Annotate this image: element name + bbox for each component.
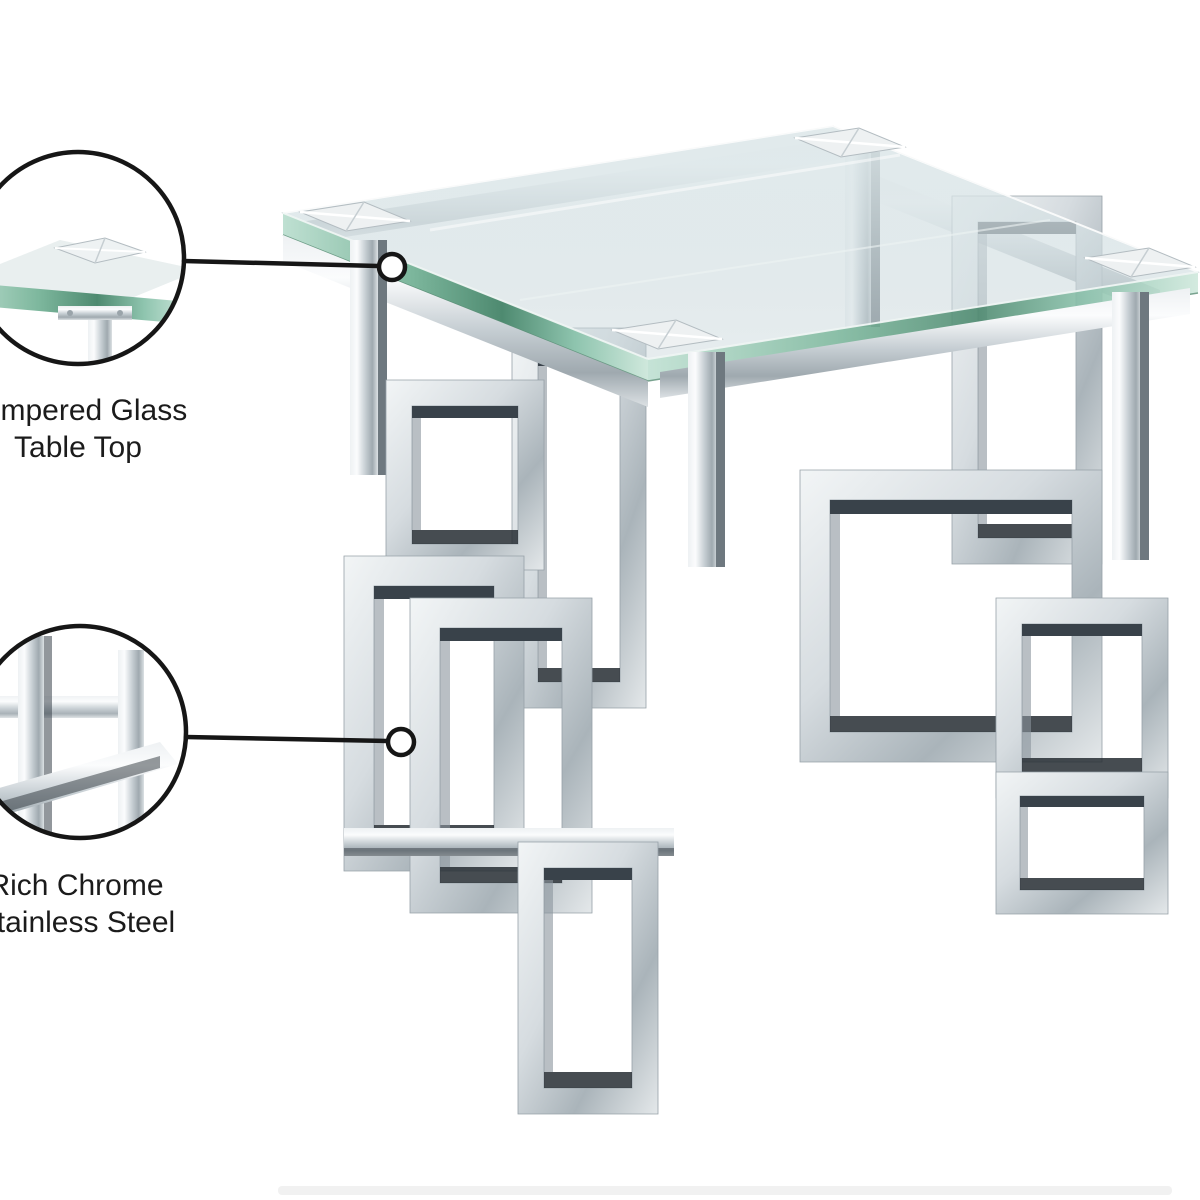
lens-ring-glass — [0, 149, 187, 367]
leader-line-glass — [181, 251, 408, 283]
corner-pad-right — [1083, 247, 1197, 278]
corner-pad-front — [610, 319, 724, 350]
leader-line-chrome — [183, 726, 417, 758]
marker-ring-chrome — [385, 726, 417, 758]
callout-label-rich-chrome: Rich Chrome Stainless Steel — [0, 867, 226, 941]
marker-ring-glass — [376, 251, 408, 283]
callout-label-line: Stainless Steel — [0, 906, 176, 939]
table-leg-right — [799, 292, 1169, 915]
table-leg-front — [517, 352, 725, 1115]
corner-pad-back — [793, 127, 907, 158]
floor-shadow — [278, 1186, 1172, 1195]
callout-label-line: Rich Chrome — [0, 869, 164, 902]
callout-lens-chrome — [0, 623, 189, 841]
lens-ring-chrome — [0, 623, 189, 841]
callout-lens-glass — [0, 149, 187, 367]
callout-label-tempered-glass: Tempered Glass Table Top — [0, 392, 228, 466]
callout-label-line: Table Top — [14, 431, 142, 464]
corner-pad-left — [298, 201, 412, 232]
glass-table-top — [281, 125, 1200, 382]
callout-label-line: Tempered Glass — [0, 394, 188, 427]
